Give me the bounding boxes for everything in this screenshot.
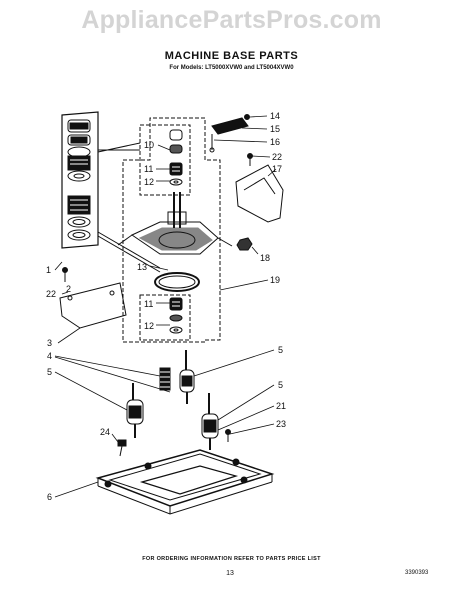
callout-13: 13 [137, 262, 147, 272]
callout-6: 6 [47, 492, 52, 502]
callout-4: 4 [47, 351, 52, 361]
callout-22-left: 22 [46, 289, 56, 299]
callout-17: 17 [272, 164, 282, 174]
callout-16: 16 [270, 137, 280, 147]
callout-2: 2 [66, 284, 71, 294]
callout-12-lower: 12 [144, 321, 154, 331]
callout-12-upper: 12 [144, 177, 154, 187]
upper-clip-parts [209, 114, 250, 153]
leveling-leg-left [126, 383, 144, 438]
lower-bearing-box [139, 294, 191, 341]
page-title: MACHINE BASE PARTS [164, 50, 299, 62]
callout-15: 15 [270, 124, 280, 134]
screw-22-left [62, 267, 68, 282]
left-parts-box [61, 111, 161, 273]
right-cover [235, 164, 284, 223]
callout-5-upper-right: 5 [278, 345, 283, 355]
callout-23: 23 [276, 419, 286, 429]
callout-24: 24 [100, 427, 110, 437]
callout-22-right: 22 [272, 152, 282, 162]
callout-5-lower-right: 5 [278, 380, 283, 390]
callout-18: 18 [260, 253, 270, 263]
callout-19: 19 [270, 275, 280, 285]
spring-4 [159, 367, 171, 391]
callout-3: 3 [47, 338, 52, 348]
callout-11-upper: 11 [144, 164, 153, 174]
leader-lines [54, 115, 277, 498]
ordering-info-note: FOR ORDERING INFORMATION REFER TO PARTS … [142, 556, 321, 562]
base-frame [95, 449, 275, 515]
leveling-leg-center [179, 350, 195, 404]
document-number: 3390393 [405, 570, 429, 576]
callout-5-left: 5 [47, 367, 52, 377]
callout-labels: 10 11 12 14 15 16 22 17 18 19 13 11 12 1… [46, 111, 286, 502]
screw-23 [225, 429, 231, 442]
page-number: 13 [226, 570, 234, 577]
left-parts-stack [67, 119, 91, 241]
callout-10: 10 [144, 140, 154, 150]
gasket-plate [59, 282, 127, 329]
screw-22-right [247, 153, 253, 166]
upper-bearing-box [139, 124, 191, 196]
watermark: AppliancePartsPros.com [81, 6, 382, 34]
leveling-leg-right [201, 393, 219, 450]
models-subtitle: For Models: LT5000XVW0 and LT5004XVW0 [169, 65, 294, 71]
clip-24 [117, 439, 127, 457]
nut-18 [236, 237, 253, 251]
callout-21: 21 [276, 401, 286, 411]
drive-belt-ring [154, 272, 200, 292]
callout-11-lower: 11 [144, 299, 153, 309]
central-shaft-assembly [117, 192, 233, 255]
callout-1: 1 [46, 265, 51, 275]
callout-14: 14 [270, 111, 280, 121]
